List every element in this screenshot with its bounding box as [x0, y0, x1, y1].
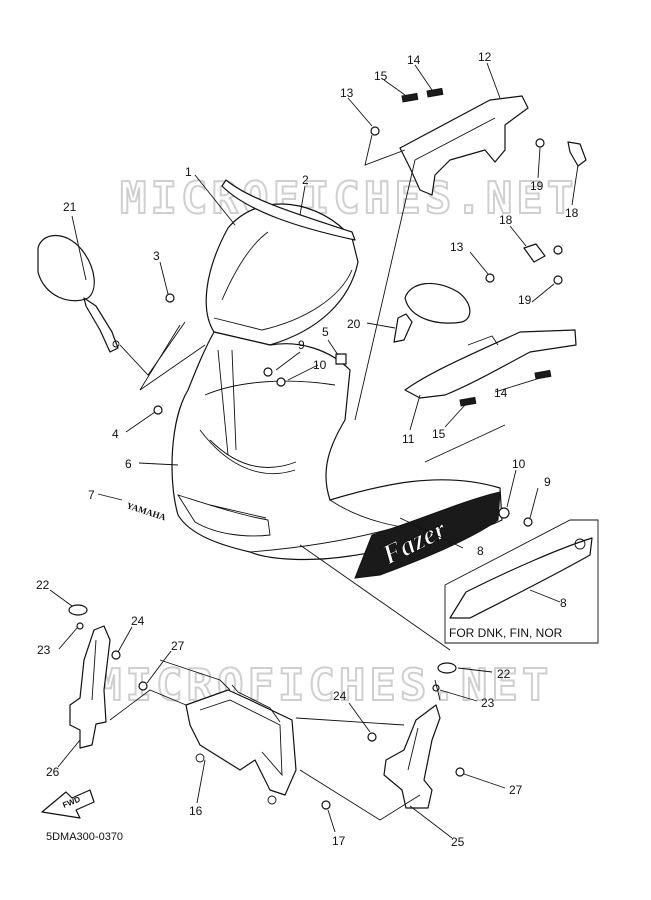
callout-10b: 10: [512, 457, 526, 471]
callout-22: 22: [36, 578, 50, 592]
right-mirror: [393, 282, 471, 343]
callout-19: 19: [518, 293, 532, 307]
callout-10: 10: [313, 358, 327, 372]
callout-23: 23: [37, 643, 51, 657]
callout-18: 18: [499, 213, 513, 227]
cowling-frame: [185, 684, 297, 805]
watermark-top: MICROFICHES.NET: [120, 173, 577, 224]
windscreen-trim: [221, 179, 356, 241]
callout-14b: 14: [494, 386, 508, 400]
callout-8: 8: [477, 544, 484, 558]
callout-13b: 13: [450, 240, 464, 254]
callout-13: 13: [340, 86, 354, 100]
callout-15: 15: [374, 69, 388, 83]
callout-27: 27: [171, 639, 185, 653]
callout-24: 24: [131, 614, 145, 628]
callout-20: 20: [347, 317, 361, 331]
variant-box: FOR DNK, FIN, NOR: [444, 519, 599, 644]
callout-25: 25: [451, 835, 465, 849]
callout-2: 2: [302, 173, 309, 187]
fasteners: [68, 126, 587, 810]
callout-3: 3: [153, 249, 160, 263]
callout-12: 12: [478, 50, 492, 64]
lower-bracket: [404, 329, 577, 407]
callout-24b: 24: [333, 689, 347, 703]
forward-arrow-icon: FWD: [41, 789, 95, 819]
callout-23b: 23: [481, 696, 495, 710]
callout-7: 7: [88, 488, 95, 502]
callout-11: 11: [402, 432, 415, 446]
callout-5: 5: [322, 325, 329, 339]
callout-22b: 22: [497, 667, 511, 681]
callout-15b: 15: [432, 427, 446, 441]
upper-bracket: [399, 87, 529, 196]
left-mirror: [37, 235, 120, 353]
left-inner-stay: [69, 625, 111, 749]
callout-21: 21: [63, 200, 77, 214]
watermark-bottom: MICROFICHES.NET: [95, 660, 552, 711]
callout-6: 6: [125, 457, 132, 471]
callout-8b: 8: [560, 596, 567, 610]
callout-27b: 27: [509, 783, 523, 797]
callout-18b: 18: [565, 206, 579, 220]
variant-note: FOR DNK, FIN, NOR: [449, 626, 563, 640]
callout-16: 16: [189, 804, 203, 818]
callout-9b: 9: [544, 475, 551, 489]
brand-mark: YAMAHA: [125, 500, 167, 522]
callout-14: 14: [407, 53, 421, 67]
callout-26: 26: [46, 765, 60, 779]
leader-lines: [49, 62, 579, 839]
right-inner-stay: [383, 704, 441, 809]
callout-19b: 19: [530, 179, 544, 193]
callout-1: 1: [185, 165, 192, 179]
windscreen: [205, 203, 359, 346]
drawing-code: 5DMA300-0370: [46, 831, 123, 843]
callout-17: 17: [332, 834, 346, 848]
callout-9: 9: [298, 338, 305, 352]
callout-4: 4: [112, 427, 119, 441]
assembly-lines: [109, 134, 506, 821]
callouts: 1 2 3 4 5 6 7 8 8 9 9 10 10 11 12 13 13 …: [36, 50, 579, 849]
